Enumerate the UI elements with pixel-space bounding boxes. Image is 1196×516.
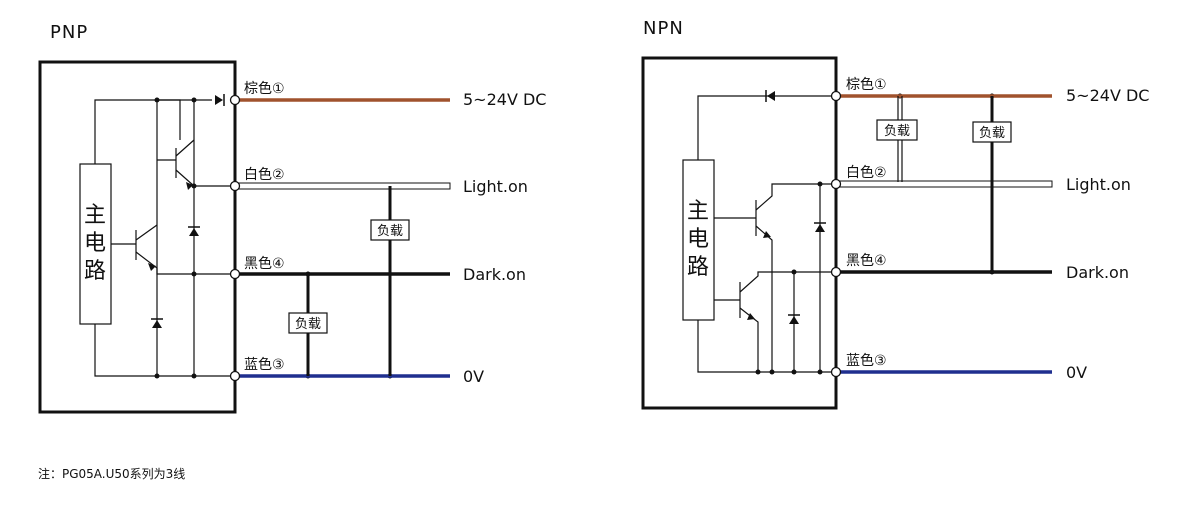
npn-white-wire xyxy=(835,180,1053,188)
npn-load-1: 负载 xyxy=(876,119,918,141)
npn-main-circuit-char-1: 主 xyxy=(687,199,709,224)
pnp-load-1: 负载 xyxy=(370,219,410,241)
npn-sensor-housing xyxy=(641,56,838,410)
pnp-load-1-label: 负载 xyxy=(377,224,403,239)
npn-pin-brown: 棕色① xyxy=(846,76,887,93)
npn-load-2: 负载 xyxy=(972,121,1012,143)
npn-terminals xyxy=(830,90,842,378)
footnote: 注：PG05A.U50系列为3线 xyxy=(38,466,185,481)
pnp-main-circuit-char-3: 路 xyxy=(84,259,106,284)
npn-main-circuit-char-3: 路 xyxy=(687,255,709,280)
npn-title: NPN xyxy=(643,18,684,39)
pnp-white-wire xyxy=(234,182,451,190)
npn-load-2-label: 负载 xyxy=(979,126,1005,141)
npn-ground-label: 0V xyxy=(1066,363,1087,382)
pnp-junctions xyxy=(154,97,393,379)
npn-dark-on-label: Dark.on xyxy=(1066,263,1129,282)
pnp-pin-brown: 棕色① xyxy=(244,80,285,97)
npn-circuit: NPN 主 电 路 xyxy=(641,18,1149,410)
pnp-title: PNP xyxy=(50,22,88,43)
npn-light-on-label: Light.on xyxy=(1066,175,1131,194)
pnp-circuit: PNP 主 电 路 xyxy=(38,22,546,414)
pnp-main-circuit-char-1: 主 xyxy=(84,203,106,228)
pnp-pin-white: 白色② xyxy=(244,166,285,183)
npn-main-circuit-char-2: 电 xyxy=(687,227,709,252)
pnp-load-2: 负载 xyxy=(288,312,328,334)
pnp-terminals xyxy=(229,94,241,382)
pnp-diodes xyxy=(148,94,225,328)
pnp-supply-label: 5~24V DC xyxy=(463,90,546,109)
pnp-load-2-label: 负载 xyxy=(295,317,321,332)
npn-supply-label: 5~24V DC xyxy=(1066,86,1149,105)
pnp-internal-wiring xyxy=(94,99,230,377)
npn-pin-blue: 蓝色③ xyxy=(846,352,887,369)
pnp-light-on-label: Light.on xyxy=(463,177,528,196)
npn-diodes xyxy=(747,90,826,324)
pnp-pin-blue: 蓝色③ xyxy=(244,356,285,373)
pnp-ground-label: 0V xyxy=(463,367,484,386)
npn-pin-white: 白色② xyxy=(846,164,887,181)
npn-junctions xyxy=(755,93,995,375)
pnp-pin-black: 黑色④ xyxy=(244,255,285,272)
pnp-dark-on-label: Dark.on xyxy=(463,265,526,284)
npn-pin-black: 黑色④ xyxy=(846,252,887,269)
pnp-sensor-housing xyxy=(38,60,237,414)
pnp-main-circuit-char-2: 电 xyxy=(84,231,106,256)
npn-load-1-label: 负载 xyxy=(884,124,910,139)
